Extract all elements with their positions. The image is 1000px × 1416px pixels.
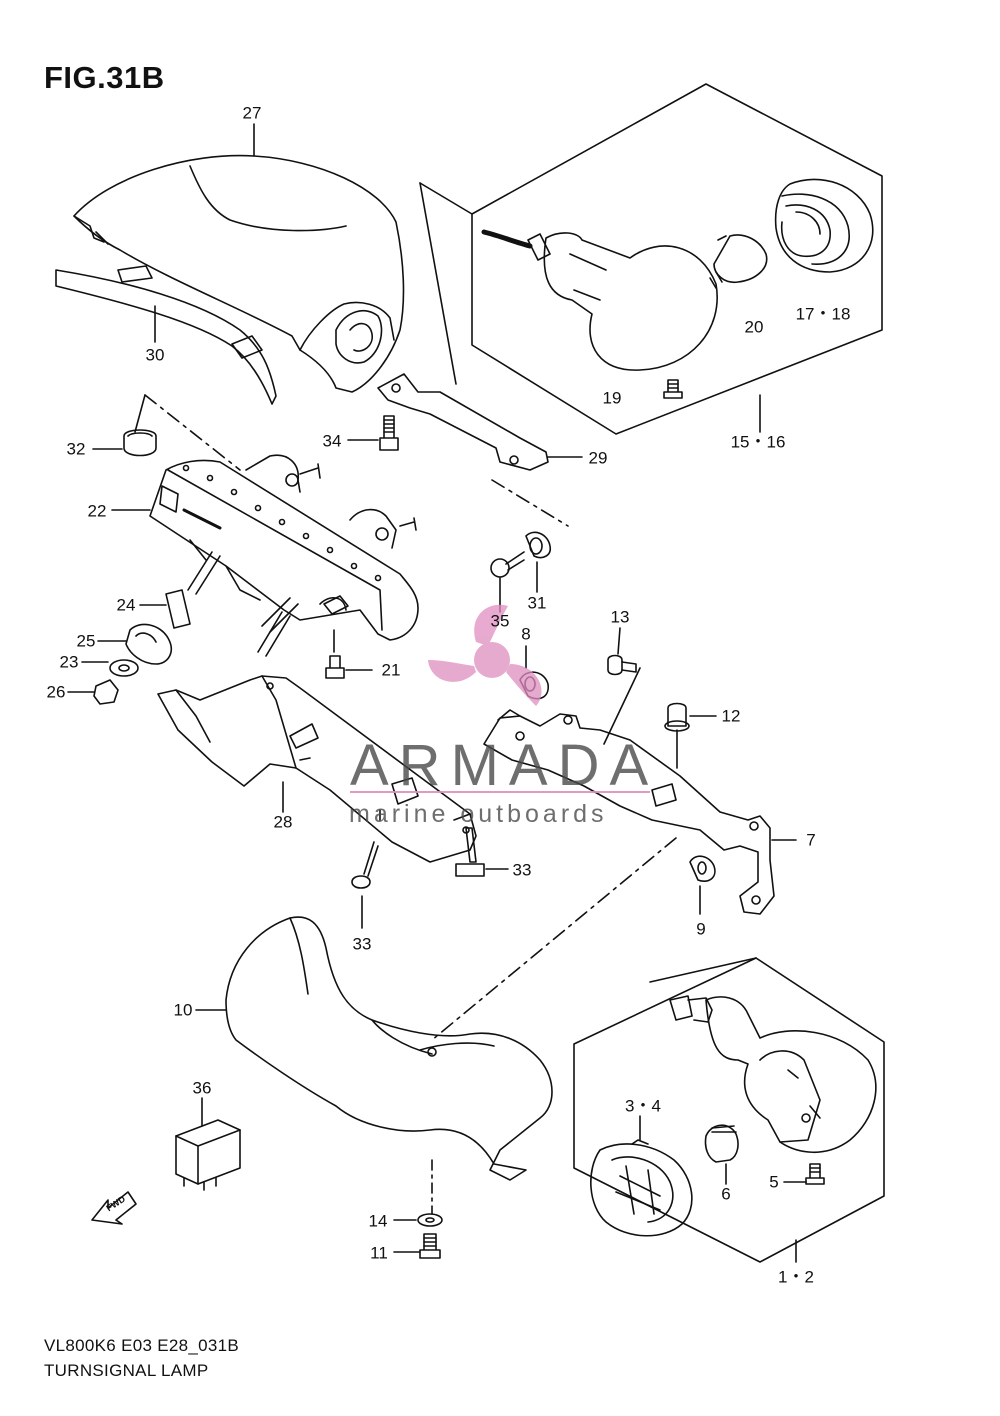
- screw-19: [663, 379, 683, 399]
- collar-8: [519, 645, 549, 700]
- callout-12: 12: [721, 706, 741, 726]
- callout-23: 23: [59, 652, 79, 672]
- callout-24: 24: [116, 595, 136, 615]
- bolt-21: [325, 629, 373, 679]
- reflector-strip-30: [55, 265, 277, 405]
- screw-5: [783, 1163, 825, 1185]
- relay-36: [175, 1097, 241, 1191]
- callout-28: 28: [273, 812, 293, 832]
- callout-14: 14: [368, 1211, 388, 1231]
- front-signal-box: [573, 957, 885, 1263]
- screw-11: [393, 1233, 441, 1259]
- watermark-brand: ARMADA: [350, 733, 659, 798]
- callout-11: 11: [370, 1243, 388, 1263]
- callout-33-a: 33: [352, 934, 372, 954]
- callout-30: 30: [145, 345, 165, 365]
- front-signal-lens: [590, 1139, 693, 1237]
- washer-14: [393, 1213, 443, 1227]
- callout-19: 19: [602, 388, 622, 408]
- screw-35: [490, 551, 525, 613]
- screw-33-a: [351, 841, 379, 929]
- rear-signal-lamp: [481, 229, 768, 371]
- bracket-7: [483, 709, 797, 915]
- washer-9: [431, 837, 716, 1041]
- rear-signal-box: [419, 83, 883, 435]
- callout-13: 13: [610, 607, 630, 627]
- callout-15-16: 15・16: [730, 432, 786, 452]
- callout-35: 35: [490, 611, 510, 631]
- callout-22: 22: [87, 501, 107, 521]
- figure-title: FIG.31B: [44, 60, 165, 95]
- fwd-arrow-icon: [91, 1191, 137, 1225]
- callout-10: 10: [173, 1000, 193, 1020]
- callout-17-18: 17・18: [795, 304, 851, 324]
- callout-34: 34: [322, 431, 342, 451]
- nut-26: [67, 679, 119, 705]
- bolt-34: [347, 415, 399, 451]
- callout-3-4: 3・4: [625, 1096, 661, 1116]
- model-code: VL800K6 E03 E28_031B: [44, 1336, 240, 1355]
- collar-31: [525, 531, 552, 593]
- figure-description: TURNSIGNAL LAMP: [44, 1361, 209, 1380]
- watermark-tagline: marine outboards: [349, 800, 608, 828]
- callout-5: 5: [769, 1172, 779, 1192]
- screw-13: [603, 627, 641, 745]
- rear-signal-lens: [774, 178, 874, 273]
- screw-33-b: [455, 827, 509, 877]
- callout-27: 27: [242, 103, 262, 123]
- callout-33-b: 33: [512, 860, 532, 880]
- studs: [187, 551, 299, 657]
- front-signal-lamp: [669, 995, 877, 1153]
- rear-cover-27: [73, 123, 405, 393]
- bracket-29: [377, 373, 583, 527]
- callout-29: 29: [588, 448, 608, 468]
- bulb-6: [704, 1124, 739, 1185]
- callout-21: 21: [381, 660, 401, 680]
- callout-1-2: 1・2: [778, 1267, 814, 1287]
- callout-26: 26: [46, 682, 66, 702]
- bracket-22: [111, 454, 419, 641]
- callout-36: 36: [192, 1078, 212, 1098]
- callout-32: 32: [66, 439, 86, 459]
- spacer-24: [139, 589, 191, 629]
- washer-23: [81, 659, 139, 677]
- front-cover-10: [195, 916, 553, 1215]
- callout-8: 8: [521, 624, 531, 644]
- callout-9: 9: [696, 919, 706, 939]
- collar-12: [664, 702, 717, 769]
- grommet-32: [92, 394, 241, 471]
- callout-31: 31: [527, 593, 547, 613]
- plate-28: [157, 675, 477, 863]
- cushion-25: [97, 623, 172, 665]
- callout-7: 7: [806, 830, 816, 850]
- watermark-rule: [350, 791, 650, 793]
- callout-20: 20: [744, 317, 764, 337]
- callout-25: 25: [76, 631, 96, 651]
- callout-6: 6: [721, 1184, 731, 1204]
